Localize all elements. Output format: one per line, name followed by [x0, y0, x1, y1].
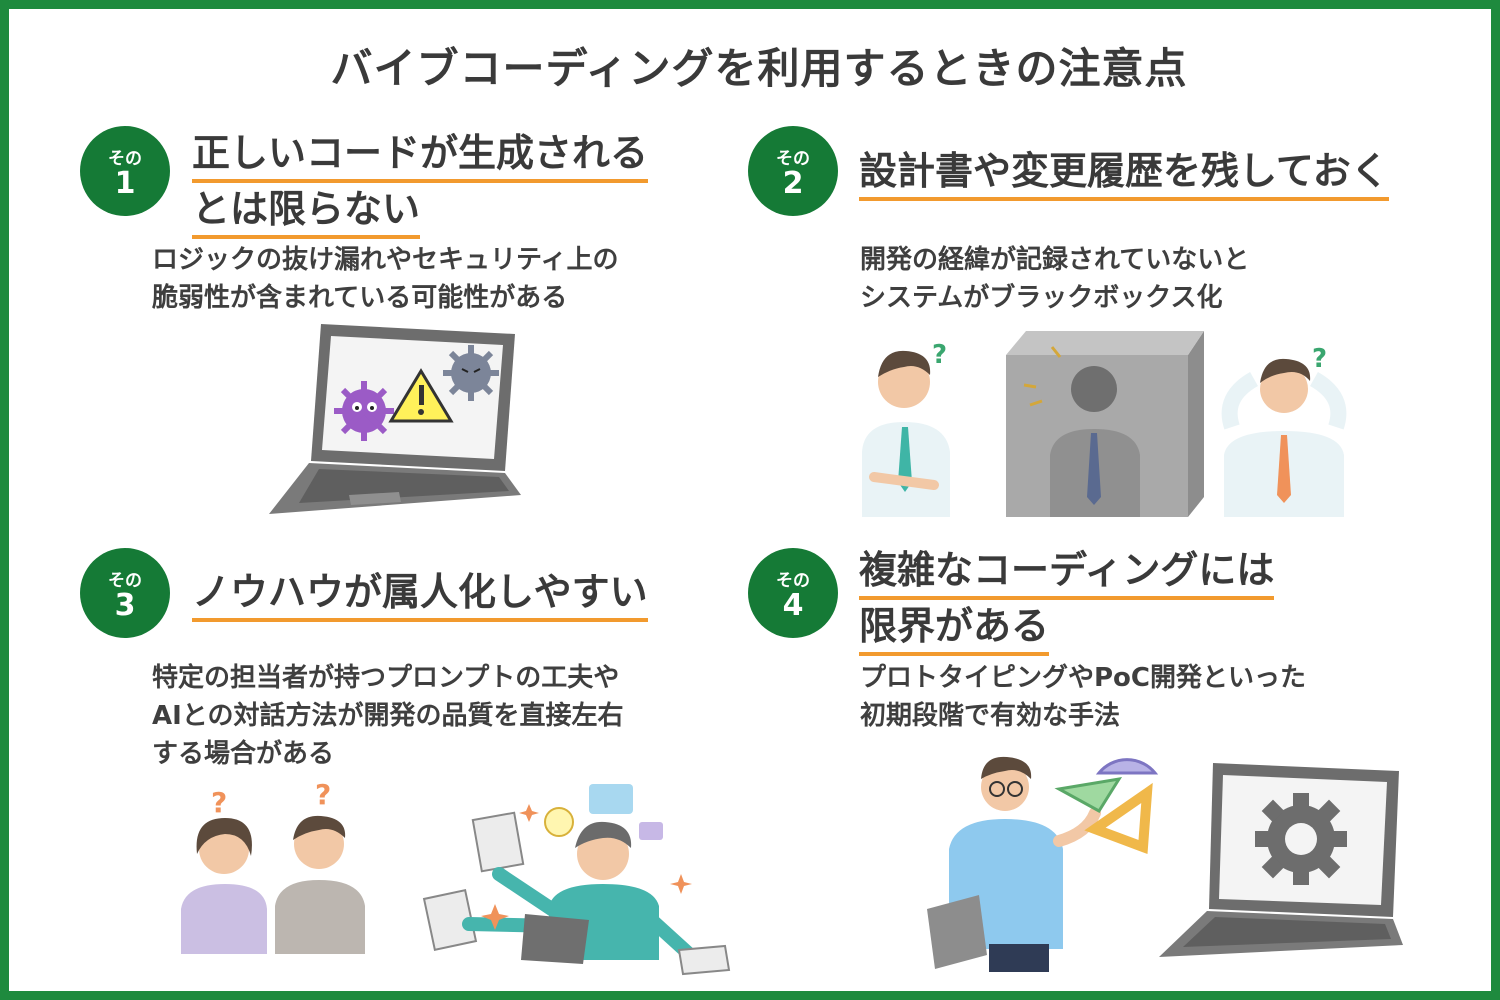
stressed-person-icon: ? — [1221, 344, 1347, 517]
body-line: 特定の担当者が持つプロンプトの工夫や — [152, 663, 620, 693]
badge-prefix: その — [776, 149, 810, 169]
heading-line: ノウハウが属人化しやすい — [192, 566, 648, 622]
warning-icon — [388, 368, 454, 423]
question-mark-icon: ? — [315, 778, 331, 811]
badge-prefix: その — [108, 571, 142, 591]
section-2-heading: 設計書や変更履歴を残しておく — [859, 145, 1389, 201]
body-line: AIとの対話方法が開発の品質を直接左右 — [152, 701, 624, 731]
body-line: ロジックの抜け漏れやセキュリティ上の — [152, 245, 619, 275]
section-1-badge: その 1 — [80, 126, 170, 216]
badge-number: 4 — [782, 588, 804, 623]
heading-line: 限界がある — [859, 600, 1050, 656]
badge-prefix: その — [776, 571, 810, 591]
laptop-virus-illustration — [269, 324, 521, 514]
section-1-body: ロジックの抜け漏れやセキュリティ上の 脆弱性が含まれている可能性がある — [152, 241, 618, 317]
section-2-badge: その 2 — [748, 126, 838, 216]
section-2-body: 開発の経緯が記録されていないと システムがブラックボックス化 — [860, 241, 1249, 317]
heading-line: 設計書や変更履歴を残しておく — [859, 145, 1389, 201]
body-line: 初期段階で有効な手法 — [860, 701, 1121, 731]
body-line: 脆弱性が含まれている可能性がある — [152, 283, 568, 313]
section-4-badge: その 4 — [748, 548, 838, 638]
heading-line: とは限らない — [192, 183, 421, 239]
body-line: する場合がある — [152, 739, 335, 769]
section-4-body: プロトタイピングやPoC開発といった 初期段階で有効な手法 — [860, 659, 1306, 735]
virus-icon — [334, 345, 499, 441]
badge-number: 1 — [114, 166, 136, 201]
section-3-heading: ノウハウが属人化しやすい — [192, 566, 648, 622]
question-mark-icon: ? — [211, 786, 227, 819]
prototype-illustration — [927, 756, 1403, 972]
black-box-illustration: ? ? — [862, 331, 1347, 517]
heading-line: 正しいコードが生成される — [192, 127, 649, 183]
confused-person-icon: ? — [862, 340, 950, 517]
gear-laptop-icon — [1159, 763, 1403, 957]
section-1-heading: 正しいコードが生成される とは限らない — [192, 127, 649, 239]
body-line: システムがブラックボックス化 — [860, 283, 1223, 313]
engineer-with-rulers-icon — [927, 756, 1159, 972]
knowhow-illustration: ? ? — [181, 778, 731, 976]
body-line: 開発の経緯が記録されていないと — [860, 245, 1250, 275]
badge-number: 2 — [782, 166, 804, 201]
section-4-heading: 複雑なコーディングには 限界がある — [859, 544, 1275, 656]
badge-prefix: その — [108, 149, 142, 169]
badge-number: 3 — [114, 588, 136, 623]
section-3-body: 特定の担当者が持つプロンプトの工夫や AIとの対話方法が開発の品質を直接左右 す… — [152, 659, 624, 773]
confused-couple-icon: ? ? — [181, 778, 365, 954]
page-title: バイブコーディングを利用するときの注意点 — [330, 44, 1188, 93]
question-mark-icon: ? — [932, 340, 947, 370]
section-3-badge: その 3 — [80, 548, 170, 638]
black-box-icon — [1006, 331, 1204, 517]
body-line: プロトタイピングやPoC開発といった — [860, 663, 1306, 693]
heading-line: 複雑なコーディングには — [859, 544, 1275, 600]
question-mark-icon: ? — [1312, 344, 1327, 374]
busy-worker-icon — [422, 784, 731, 976]
